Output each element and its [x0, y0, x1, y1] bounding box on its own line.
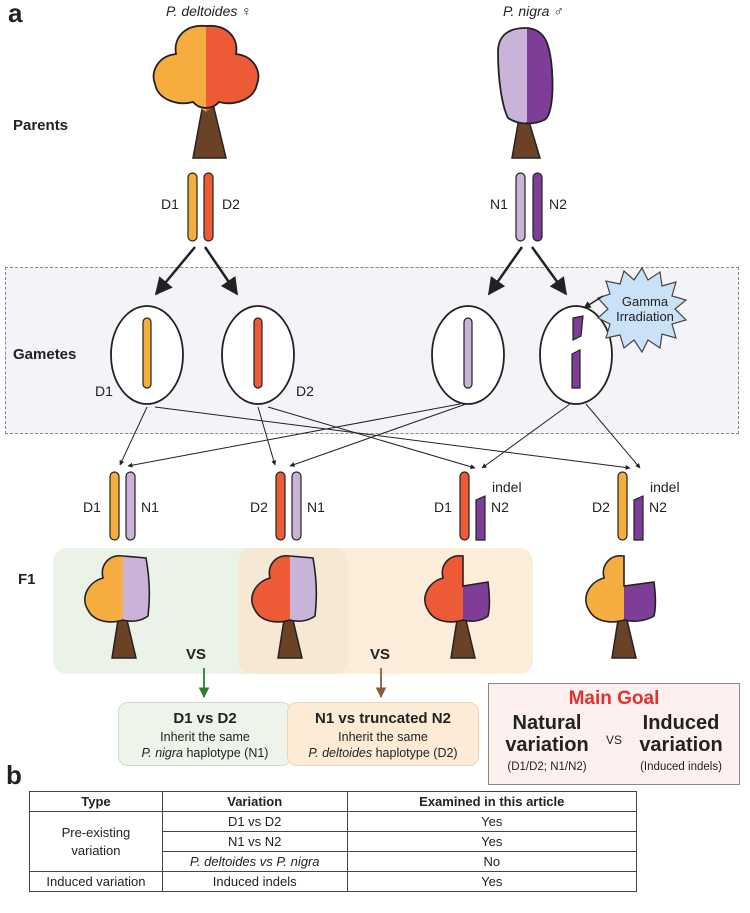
induced-variation-label: Induced variation [639, 712, 723, 756]
chrom-label-n2: N2 [549, 196, 567, 212]
nigra-parent-tree [497, 27, 554, 159]
table-cell-examined: No [346, 851, 638, 872]
table-row: Induced variation Induced indels Yes [29, 871, 638, 892]
f1-tree-d2-n1 [251, 555, 318, 659]
f1-pair3-left: D1 [434, 499, 452, 515]
f1-pair1-left: D1 [83, 499, 101, 515]
table-cell-examined: Yes [346, 871, 638, 892]
gamma-irradiation-label: Gamma Irradiation [616, 294, 674, 324]
f1-pair4-indel: indel [650, 479, 680, 495]
table-row: N1 vs N2 Yes [30, 831, 638, 852]
fertilization-lines [119, 403, 641, 470]
f1-pair4-left: D2 [592, 499, 610, 515]
deltoides-parent-tree [152, 25, 260, 159]
table-cell-variation: Induced indels [161, 871, 348, 892]
meiosis-arrows [154, 246, 568, 296]
f1-pair2-right: N1 [307, 499, 325, 515]
natural-variation-sub: (D1/D2; N1/N2) [507, 761, 587, 773]
f1-tree-d1-n2 [424, 555, 491, 659]
f1-pair3-indel: indel [492, 479, 522, 495]
vs-label-1: VS [186, 646, 207, 663]
table-header-type: Type [29, 791, 163, 812]
f1-tree-d1-n1 [84, 555, 151, 659]
chrom-label-d2: D2 [222, 196, 240, 212]
main-goal-box: Main Goal Natural variation (D1/D2; N1/N… [488, 683, 740, 785]
comparison-box-n1-n2: N1 vs truncated N2 Inherit the same P. d… [287, 702, 479, 766]
table-cell-variation: D1 vs D2 [161, 811, 348, 832]
gamete-label-d2: D2 [296, 383, 314, 399]
table-cell-variation: N1 vs N2 [161, 831, 348, 852]
gamete-cells [110, 305, 613, 405]
table-cell-type: Pre-existing variation [29, 811, 163, 872]
nigra-name: P. nigra ♂ [503, 3, 564, 19]
table-header-row: Type Variation Examined in this article [29, 791, 638, 812]
parent-chromosomes [187, 172, 543, 242]
panel-b-label: b [6, 760, 22, 790]
table-header-variation: Variation [161, 791, 348, 812]
gamma-irradiation-burst [583, 266, 688, 354]
f1-pair4-right: N2 [649, 499, 667, 515]
vs-label-2: VS [370, 646, 391, 663]
induced-variation-sub: (Induced indels) [640, 761, 722, 773]
f1-pair2-left: D2 [250, 499, 268, 515]
f1-pair3-right: N2 [491, 499, 509, 515]
chrom-label-d1: D1 [161, 196, 179, 212]
f1-pair1-right: N1 [141, 499, 159, 515]
main-goal-vs: VS [605, 733, 622, 747]
gametes-row-label: Gametes [13, 346, 77, 363]
comparison-box-d1-d2: D1 vs D2 Inherit the same P. nigra haplo… [118, 702, 292, 766]
chrom-label-n1: N1 [490, 196, 508, 212]
natural-variation-label: Natural variation [505, 712, 589, 756]
table-cell-examined: Yes [346, 831, 638, 852]
table-header-examined: Examined in this article [346, 791, 638, 812]
table-cell-type: Induced variation [29, 871, 163, 892]
table-cell-variation: P. deltoides vs P. nigra [161, 851, 348, 872]
main-goal-title: Main Goal [568, 688, 660, 709]
parents-row-label: Parents [13, 117, 69, 134]
f1-chromosomes [109, 471, 644, 541]
table-cell-examined: Yes [346, 811, 638, 832]
f1-tree-d2-n2 [585, 555, 657, 659]
variation-table: Type Variation Examined in this article … [29, 791, 638, 892]
f1-row-label: F1 [18, 571, 36, 588]
gamete-label-d1: D1 [95, 383, 113, 399]
panel-a-label: a [8, 0, 23, 28]
deltoides-name: P. deltoides ♀ [166, 3, 252, 19]
table-row: Pre-existing variation D1 vs D2 Yes [29, 811, 638, 872]
